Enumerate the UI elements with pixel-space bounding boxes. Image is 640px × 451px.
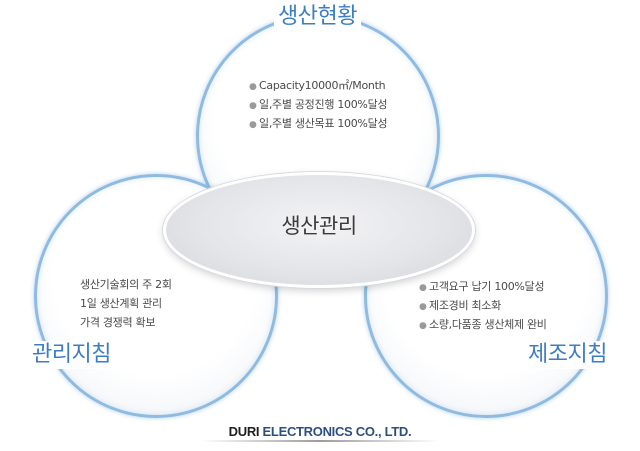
center-ellipse <box>163 172 475 288</box>
list-item: ●소량,다품종 생산체제 완비 <box>419 315 547 334</box>
bullet-icon: ● <box>249 120 257 130</box>
footer-divider <box>200 440 440 442</box>
list-item: ●일,주별 공정진행 100%달성 <box>249 95 388 114</box>
logo-brand: DURI <box>228 424 260 439</box>
bullet-icon: ● <box>249 101 257 111</box>
list-item: 1일 생산계획 관리 <box>80 297 162 310</box>
bullet-icon: ● <box>419 283 427 293</box>
bullet-icon: ● <box>419 302 427 312</box>
list-item: ●Capacity10000㎡/Month <box>249 76 387 95</box>
title-production-status: 생산현황 <box>274 3 361 31</box>
list-item: 가격 경쟁력 확보 <box>80 316 156 329</box>
bullet-icon: ● <box>419 321 427 331</box>
bullet-icon: ● <box>249 82 257 92</box>
title-management-guideline: 관리지침 <box>28 341 115 369</box>
list-item: 생산기술회의 주 2회 <box>80 278 172 291</box>
title-manufacturing-guideline: 제조지침 <box>524 341 611 369</box>
list-item: ●고객요구 납기 100%달성 <box>419 277 547 296</box>
list-item: ●일,주별 생산목표 100%달성 <box>249 114 388 133</box>
production-status-list: ●Capacity10000㎡/Month ●일,주별 공정진행 100%달성 … <box>249 76 388 133</box>
list-item: ●제조경비 최소화 <box>419 296 547 315</box>
logo-rest: ELECTRONICS CO., LTD. <box>259 424 412 439</box>
center-label: 생산관리 <box>281 214 357 238</box>
management-guideline-list: 생산기술회의 주 2회 1일 생산계획 관리 가격 경쟁력 확보 <box>80 275 172 332</box>
company-logo: DURI ELECTRONICS CO., LTD. <box>0 424 640 439</box>
manufacturing-guideline-list: ●고객요구 납기 100%달성 ●제조경비 최소화 ●소량,다품종 생산체제 완… <box>419 277 547 334</box>
